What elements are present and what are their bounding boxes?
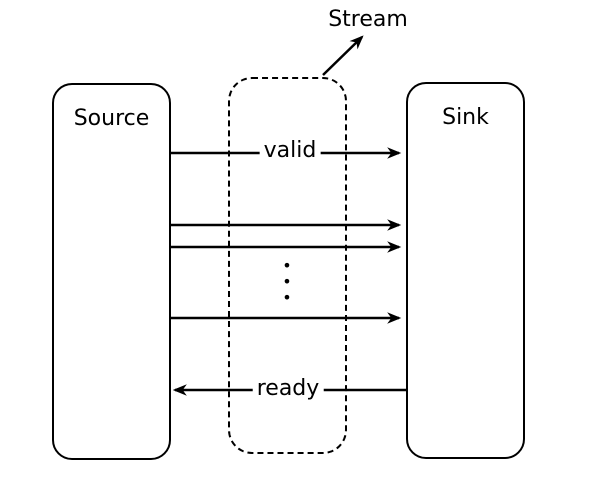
sink-box: Sink [406, 82, 525, 459]
valid-signal-label: valid [259, 138, 321, 164]
ready-signal-label: ready [252, 376, 324, 402]
vertical-ellipsis: • • • [282, 256, 292, 307]
stream-boundary-box [228, 77, 347, 454]
source-label: Source [73, 106, 150, 131]
sink-label: Sink [442, 105, 489, 130]
source-box: Source [52, 83, 171, 460]
stream-pointer-arrow [322, 35, 364, 76]
stream-label: Stream [328, 7, 408, 32]
